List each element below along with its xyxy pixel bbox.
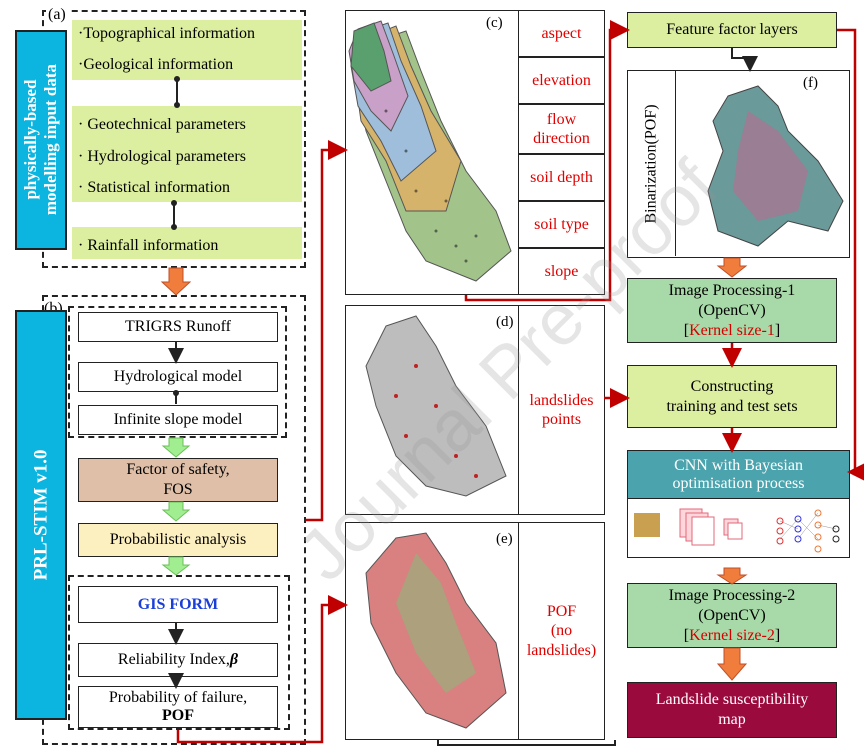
feature-factor-layers-box: Feature factor layers: [627, 12, 837, 48]
final-line1: Landslide susceptibility: [655, 691, 809, 708]
panel-e-label: (e): [496, 531, 513, 548]
factor-soil-depth: soil depth: [518, 154, 605, 201]
pof-text: (no: [550, 622, 573, 640]
fos-box: Factor of safety, FOS: [78, 458, 278, 502]
pof-text: landslides): [526, 641, 597, 659]
factor-slope: slope: [518, 248, 605, 295]
infinite-slope-box: Infinite slope model: [78, 405, 278, 435]
gis-form-box: GIS FORM: [78, 586, 278, 623]
pof-box: Probability of failure,POF: [78, 686, 278, 728]
construct-line1: Constructing: [690, 377, 774, 395]
probabilistic-analysis-box: Probabilistic analysis: [78, 523, 278, 557]
landslides-points-label: landslides points: [518, 305, 605, 515]
trigrs-group: [68, 306, 287, 438]
trigrs-runoff-box: TRIGRS Runoff: [78, 312, 278, 342]
panel-c-label: (c): [486, 15, 503, 32]
panel-f-binarization: Binarization(POF) (f): [627, 70, 850, 258]
cnn-line2: optimisation process: [672, 474, 805, 492]
panel-e-pof-map: (e): [345, 522, 605, 740]
cnn-architecture-image: [634, 508, 840, 553]
kernel-size-2: Kernel size-2: [689, 626, 775, 644]
panel-a-label: (a): [46, 6, 68, 24]
constructing-sets-box: Constructing training and test sets: [627, 365, 837, 428]
factor-layer-maps: [348, 20, 512, 282]
input-item: · Hydrological parameters: [78, 148, 246, 165]
final-line2: map: [718, 711, 746, 728]
panel-d-label: (d): [496, 314, 514, 331]
image-processing-1-box: Image Processing-1(OpenCV)[Kernel size-1…: [627, 278, 837, 343]
factor-soil-type: soil type: [518, 201, 605, 248]
topo-geo-group: ·Topographical information ·Geological i…: [72, 20, 302, 80]
input-item: · Geotechnical parameters: [78, 116, 246, 133]
binarized-pof-map: [707, 85, 844, 247]
input-item: · Rainfall information: [78, 237, 219, 254]
input-item: ·Geological information: [78, 56, 234, 73]
binarization-label: Binarization(POF): [628, 71, 676, 256]
prl-stim-side-title: PRL-STIM v1.0: [15, 310, 67, 720]
ip2-opencv: (OpenCV): [698, 606, 766, 624]
image-processing-2-box: Image Processing-2(OpenCV)[Kernel size-2…: [627, 583, 837, 648]
pof-line1: Probability of failure,: [108, 689, 248, 707]
ip1-title: Image Processing-1: [668, 281, 796, 299]
rainfall-group: · Rainfall information: [72, 227, 302, 259]
landslide-points-map: [365, 315, 507, 497]
factor-aspect: aspect: [518, 10, 605, 57]
panel-f-label: (f): [803, 75, 818, 91]
factor-elevation: elevation: [518, 57, 605, 104]
beta-symbol: β: [229, 651, 239, 668]
fos-line2: FOS: [163, 481, 193, 498]
gis-form-group: [68, 575, 290, 730]
fos-line1: Factor of safety,: [126, 461, 230, 478]
kernel-size-1: Kernel size-1: [689, 321, 775, 339]
construct-line2: training and test sets: [666, 397, 798, 415]
pof-line2: POF: [162, 707, 194, 724]
pof-text: POF: [546, 603, 577, 621]
factor-flow-direction: flow direction: [518, 104, 605, 154]
parameter-group: · Geotechnical parameters · Hydrological…: [72, 106, 302, 202]
reliability-index-box: Reliability Index, β: [78, 643, 278, 677]
ip1-opencv: (OpenCV): [698, 301, 766, 319]
ip2-title: Image Processing-2: [668, 586, 796, 604]
pof-map: [365, 532, 507, 729]
cnn-line1: CNN with Bayesian: [674, 456, 803, 474]
input-item: ·Topographical information: [78, 25, 256, 42]
landslide-susceptibility-map-box: Landslide susceptibility map: [627, 682, 837, 738]
input-item: · Statistical information: [78, 179, 230, 196]
reliability-text: Reliability Index,: [117, 651, 230, 668]
panel-c-factor-maps: (c): [345, 10, 605, 295]
